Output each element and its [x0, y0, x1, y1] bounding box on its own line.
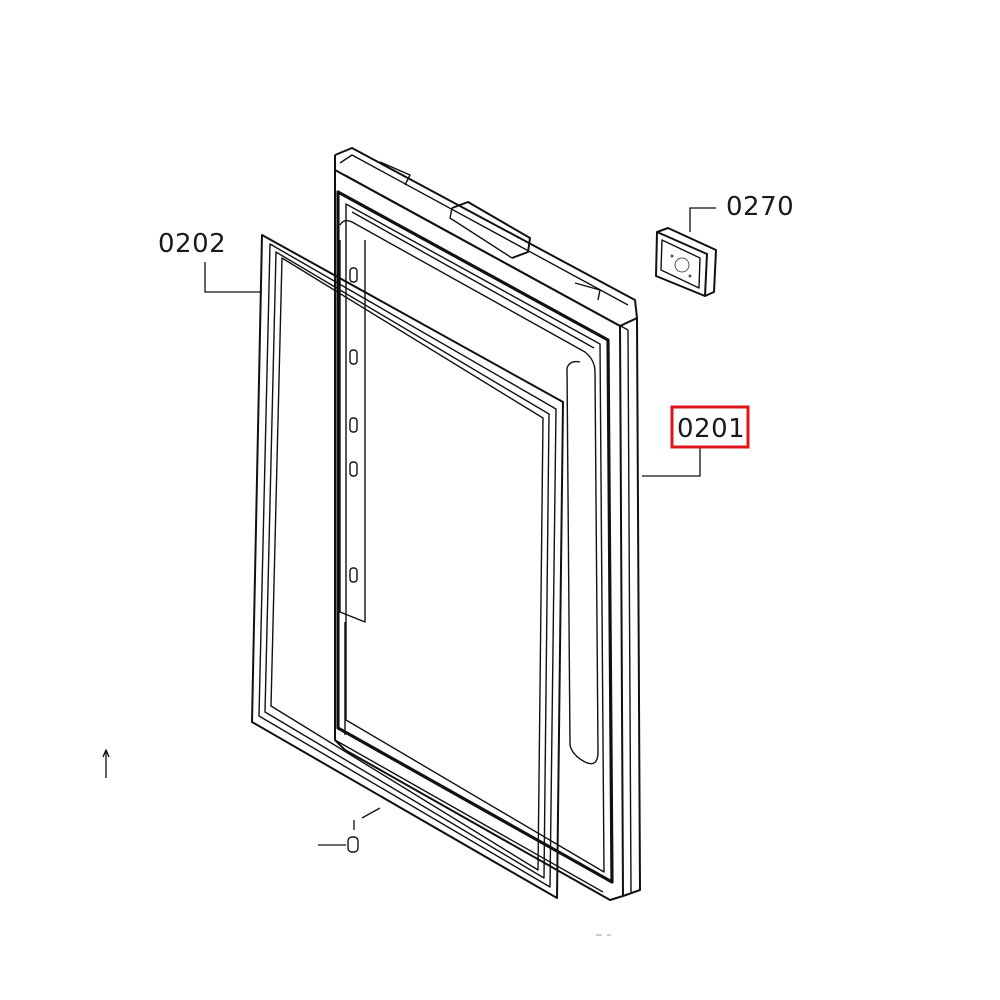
door-gasket [251, 234, 564, 899]
leader-0201 [642, 448, 701, 477]
leader-0270 [689, 207, 716, 232]
screw-part [318, 807, 381, 853]
label-0201: 0201 [677, 414, 745, 444]
orientation-tick [102, 749, 110, 778]
leader-0202 [204, 262, 262, 293]
part-0270-plate [655, 227, 717, 297]
label-0202: 0202 [158, 229, 226, 259]
highlight-box-0201 [670, 405, 750, 449]
label-0270: 0270 [726, 192, 794, 222]
